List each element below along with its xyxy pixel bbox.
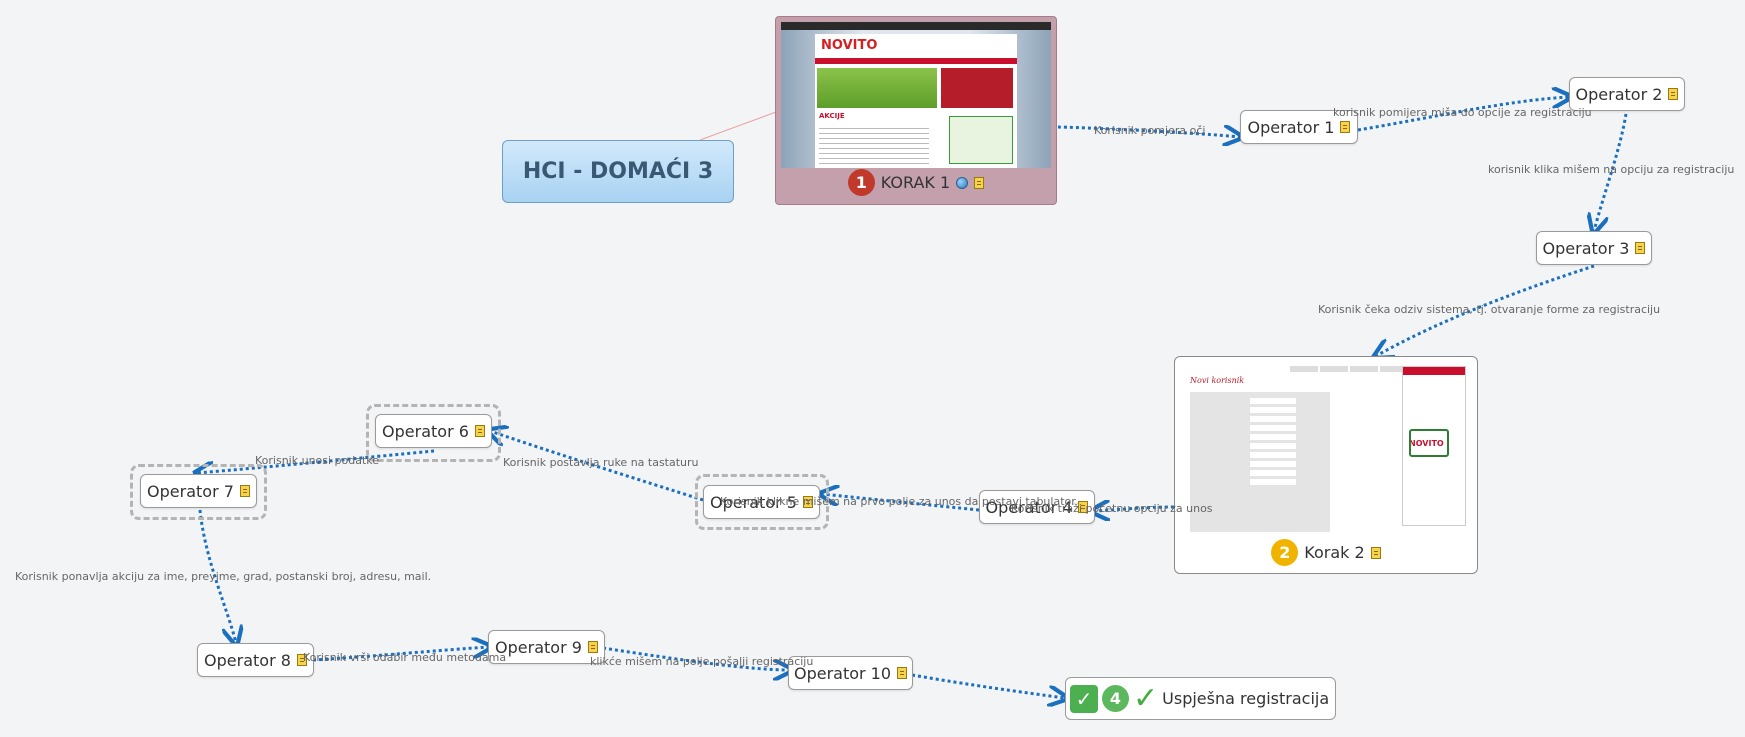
edge-op5-op6 — [490, 431, 704, 502]
operator-4[interactable]: Operator 4 — [979, 490, 1095, 524]
edge-label-op3-korak2: Korisnik čeka odziv sistema, tj. otvaran… — [1318, 303, 1661, 316]
operator-7[interactable]: Operator 7 — [140, 474, 257, 508]
operator-2[interactable]: Operator 2 — [1569, 77, 1685, 111]
checkmark-icon: ✓ — [1133, 680, 1159, 716]
edge-label-korak1-op1: Korisnik pomjera oči — [1094, 124, 1206, 137]
globe-icon[interactable] — [956, 176, 969, 189]
central-topic[interactable]: HCI - DOMAĆI 3 — [502, 140, 734, 203]
note-icon[interactable] — [974, 176, 985, 189]
note-icon[interactable] — [1370, 546, 1381, 559]
edge-op8-op9 — [312, 647, 489, 662]
form-fields — [1250, 398, 1296, 488]
novito-logo: NOVITO — [821, 38, 878, 53]
korak1-node[interactable]: NOVITO AKCIJE 1 KORAK 1 — [775, 16, 1057, 205]
form-tabs — [1290, 366, 1410, 372]
root-to-korak1-line — [699, 111, 777, 141]
side-panel-header — [1403, 367, 1465, 375]
edge-korak1-op1 — [1057, 127, 1240, 137]
edge-op9-op10 — [602, 646, 790, 670]
edge-korak2-op4 — [1093, 507, 1175, 511]
note-icon[interactable] — [1635, 242, 1646, 254]
edge-label-op7-op8: Korisnik ponavlja akciju za ime, preyime… — [15, 570, 432, 583]
operator-5-label: Operator 5 — [710, 492, 797, 512]
note-icon[interactable] — [1340, 121, 1351, 133]
operator-2-label: Operator 2 — [1575, 84, 1663, 104]
note-icon[interactable] — [474, 425, 485, 437]
note-icon[interactable] — [1078, 501, 1089, 513]
final-label: Uspješna registracija — [1162, 689, 1330, 708]
note-icon[interactable] — [802, 496, 813, 508]
operator-3[interactable]: Operator 3 — [1536, 231, 1652, 265]
form-title: Novi korisnik — [1190, 376, 1245, 385]
note-icon[interactable] — [296, 654, 307, 666]
boundary-op5 — [695, 474, 829, 530]
registration-form-screenshot: Novi korisnik NOVITO — [1180, 362, 1472, 534]
operator-10-label: Operator 10 — [793, 663, 892, 683]
side-banner — [941, 68, 1013, 108]
promo-banner — [817, 68, 937, 108]
page-body: NOVITO AKCIJE — [815, 34, 1017, 168]
operator-4-label: Operator 4 — [985, 497, 1073, 517]
edge-label-op2-op3: korisnik klika mišem na opciju za regist… — [1488, 163, 1735, 176]
note-icon[interactable] — [239, 485, 250, 497]
operator-9[interactable]: Operator 9 — [488, 630, 605, 664]
note-icon[interactable] — [587, 641, 598, 653]
nav-bar — [815, 58, 1017, 64]
boundary-op7 — [130, 464, 267, 520]
note-icon[interactable] — [1668, 88, 1679, 100]
operator-5[interactable]: Operator 5 — [703, 485, 820, 519]
operator-8[interactable]: Operator 8 — [197, 643, 314, 677]
side-logo-box — [1409, 429, 1449, 457]
operator-3-label: Operator 3 — [1542, 238, 1630, 258]
side-panel: NOVITO — [1402, 366, 1466, 526]
side-brand: NOVITO — [1409, 439, 1444, 448]
operator-1[interactable]: Operator 1 — [1240, 110, 1358, 144]
operator-6-label: Operator 6 — [382, 421, 469, 441]
operator-1-label: Operator 1 — [1247, 117, 1335, 137]
korak1-label: KORAK 1 — [880, 173, 951, 192]
operator-7-label: Operator 7 — [147, 481, 234, 501]
boundary-op6 — [366, 404, 501, 462]
edge-label-op5-op6: Korisnik postavlja ruke na tastaturu — [503, 456, 699, 469]
edge-label-op6-op7: Korisnik unosi podatke — [255, 454, 380, 467]
operator-10[interactable]: Operator 10 — [788, 656, 913, 690]
final-node[interactable]: ✓ 4 ✓ Uspješna registracija — [1065, 677, 1336, 720]
operator-9-label: Operator 9 — [495, 637, 582, 657]
side-content — [949, 116, 1013, 164]
section-title: AKCIJE — [819, 112, 845, 120]
priority-2-badge: 2 — [1271, 539, 1299, 566]
priority-1-badge: 1 — [847, 169, 875, 196]
checkbox-icon: ✓ — [1070, 684, 1098, 713]
operator-6[interactable]: Operator 6 — [375, 414, 492, 448]
edge-op2-op3 — [1594, 113, 1628, 231]
korak2-node[interactable]: Novi korisnik NOVITO 2 Korak 2 — [1174, 356, 1478, 574]
edge-label-op8-op9: Korisnik vrši odabir među metodama — [303, 651, 507, 664]
edge-label-korak2-op4: Korisnik traži početnu opciju za unos — [1011, 502, 1213, 515]
browser-toolbar — [781, 22, 1051, 30]
edge-label-op1-op2: korisnik pomijera miša do opcije za regi… — [1333, 106, 1592, 119]
edge-label-op9-op10: klikće mišem na polje pošalji registraci… — [590, 655, 814, 668]
note-icon[interactable] — [897, 667, 908, 679]
priority-4-badge: 4 — [1102, 685, 1129, 712]
edge-label-op4-op5: Korisnik klikne mišem na prvo polje za u… — [720, 495, 1076, 508]
korak2-label: Korak 2 — [1304, 543, 1365, 562]
operator-8-label: Operator 8 — [204, 650, 291, 670]
edge-op10-final — [911, 673, 1065, 698]
novito-homepage-screenshot: NOVITO AKCIJE — [781, 22, 1051, 168]
content-lines — [819, 124, 929, 164]
edge-op7-op8 — [198, 509, 236, 643]
